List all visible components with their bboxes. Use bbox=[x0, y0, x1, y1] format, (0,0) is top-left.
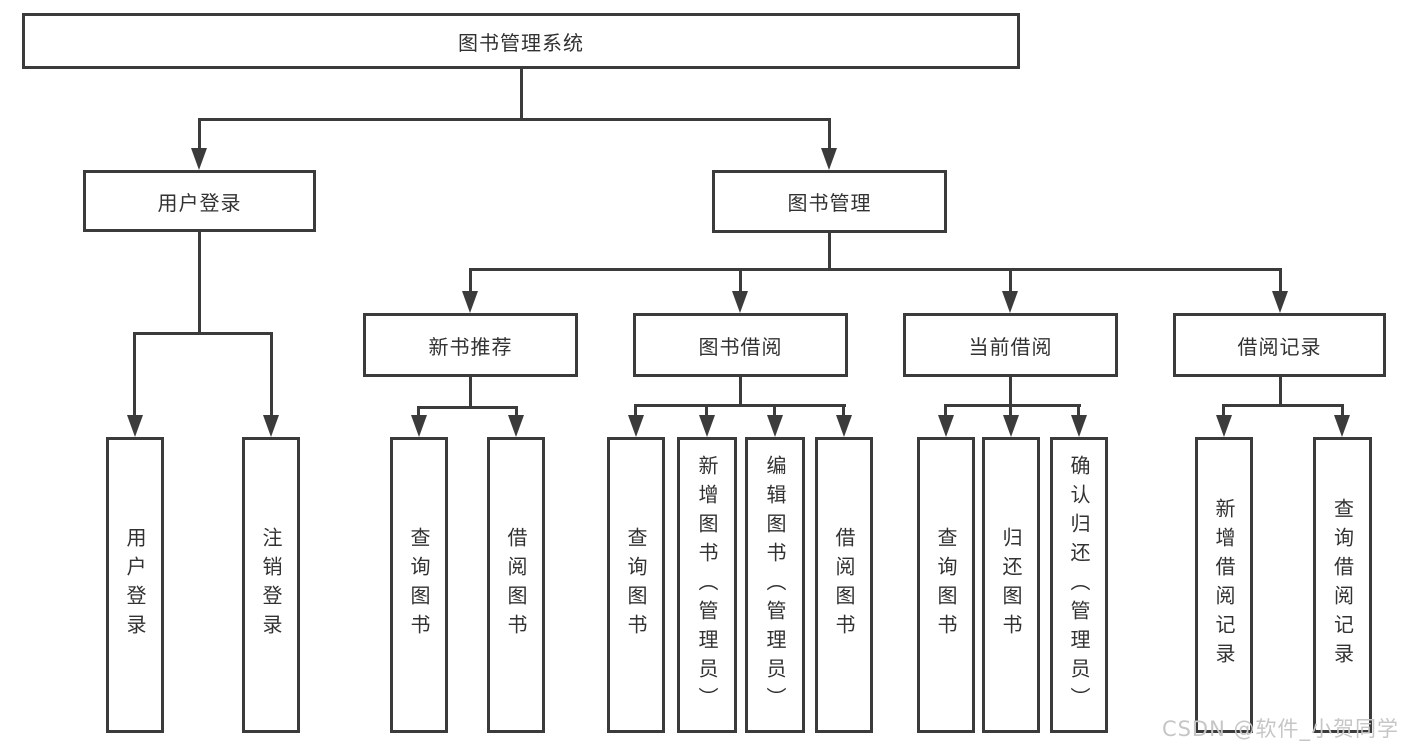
connector-new-book-rec-hline bbox=[417, 406, 518, 409]
connector-drop-leaf-login bbox=[133, 332, 136, 415]
connector-book-mgmt-stub bbox=[828, 233, 831, 270]
connector-borrow-record-stub bbox=[1279, 377, 1282, 406]
arrowhead-cb-confirm bbox=[1071, 415, 1087, 437]
connector-drop-bb-borrow bbox=[842, 404, 845, 415]
arrowhead-leaf-login bbox=[127, 415, 143, 437]
leaf-bb-borrow-book: 借阅图书 bbox=[815, 437, 873, 733]
connector-drop-bb-edit bbox=[773, 404, 776, 415]
leaf-br-query-record: 查询借阅记录 bbox=[1313, 437, 1372, 733]
leaf-bb-query-book: 查询图书 bbox=[607, 437, 665, 733]
arrowhead-bb-edit bbox=[767, 415, 783, 437]
leaf-user-login: 用户登录 bbox=[106, 437, 164, 733]
leaf-bb-add-book-admin: 新增图书（管理员） bbox=[677, 437, 737, 733]
connector-drop-br-query bbox=[1341, 404, 1344, 415]
node-current-borrow: 当前借阅 bbox=[903, 313, 1118, 377]
connector-drop-cb-confirm bbox=[1077, 404, 1080, 415]
connector-drop-new-book-rec bbox=[469, 268, 472, 291]
arrowhead-book-borrow bbox=[732, 291, 748, 313]
leaf-rec-query-book: 查询图书 bbox=[390, 437, 448, 733]
connector-current-borrow-stub bbox=[1009, 377, 1012, 406]
connector-drop-current-borrow bbox=[1009, 268, 1012, 291]
arrowhead-borrow-record bbox=[1272, 291, 1288, 313]
node-book-mgmt: 图书管理 bbox=[712, 170, 947, 233]
arrowhead-cb-query bbox=[938, 415, 954, 437]
connector-book-borrow-hline bbox=[634, 404, 846, 407]
node-new-book-rec: 新书推荐 bbox=[363, 313, 578, 377]
csdn-watermark: CSDN @软件_小贺同学 bbox=[1161, 717, 1399, 741]
connector-book-mgmt-hline bbox=[469, 268, 1282, 271]
arrowhead-book-mgmt bbox=[821, 148, 837, 170]
arrowhead-bb-add bbox=[699, 415, 715, 437]
leaf-br-add-record: 新增借阅记录 bbox=[1195, 437, 1253, 733]
leaf-cb-return-book: 归还图书 bbox=[982, 437, 1040, 733]
leaf-cb-confirm-return-admin: 确认归还（管理员） bbox=[1050, 437, 1108, 733]
connector-drop-book-borrow bbox=[739, 268, 742, 291]
leaf-logout: 注销登录 bbox=[242, 437, 300, 733]
connector-root-stub bbox=[520, 69, 523, 120]
connector-drop-user-login bbox=[198, 118, 201, 150]
connector-drop-rec-query bbox=[417, 406, 420, 415]
arrowhead-rec-query bbox=[411, 415, 427, 437]
connector-current-borrow-hline bbox=[944, 404, 1081, 407]
connector-drop-cb-query bbox=[944, 404, 947, 415]
connector-drop-book-mgmt bbox=[828, 118, 831, 150]
connector-drop-bb-add bbox=[705, 404, 708, 415]
connector-new-book-rec-stub bbox=[469, 377, 472, 408]
node-book-borrow: 图书借阅 bbox=[633, 313, 848, 377]
connector-drop-rec-borrow bbox=[515, 406, 518, 415]
node-root: 图书管理系统 bbox=[22, 13, 1020, 69]
connector-drop-br-add bbox=[1222, 404, 1225, 415]
arrowhead-cb-return bbox=[1003, 415, 1019, 437]
connector-borrow-record-hline bbox=[1222, 404, 1344, 407]
connector-user-login-hline bbox=[133, 332, 273, 335]
arrowhead-new-book-rec bbox=[462, 291, 478, 313]
arrowhead-bb-query bbox=[628, 415, 644, 437]
connector-drop-bb-query bbox=[634, 404, 637, 415]
arrowhead-rec-borrow bbox=[508, 415, 524, 437]
connector-root-hline bbox=[198, 118, 831, 121]
connector-drop-cb-return bbox=[1009, 404, 1012, 415]
leaf-cb-query-book: 查询图书 bbox=[917, 437, 975, 733]
leaf-rec-borrow-book: 借阅图书 bbox=[487, 437, 545, 733]
connector-drop-leaf-logout bbox=[270, 332, 273, 415]
arrowhead-user-login bbox=[191, 148, 207, 170]
connector-book-borrow-stub bbox=[739, 377, 742, 406]
leaf-bb-edit-book-admin: 编辑图书（管理员） bbox=[745, 437, 805, 733]
connector-drop-borrow-record bbox=[1279, 268, 1282, 291]
arrowhead-current-borrow bbox=[1002, 291, 1018, 313]
connector-user-login-stub bbox=[198, 232, 201, 334]
arrowhead-br-query bbox=[1334, 415, 1350, 437]
node-borrow-record: 借阅记录 bbox=[1173, 313, 1386, 377]
node-user-login: 用户登录 bbox=[83, 170, 316, 232]
arrowhead-bb-borrow bbox=[836, 415, 852, 437]
arrowhead-leaf-logout bbox=[263, 415, 279, 437]
arrowhead-br-add bbox=[1216, 415, 1232, 437]
